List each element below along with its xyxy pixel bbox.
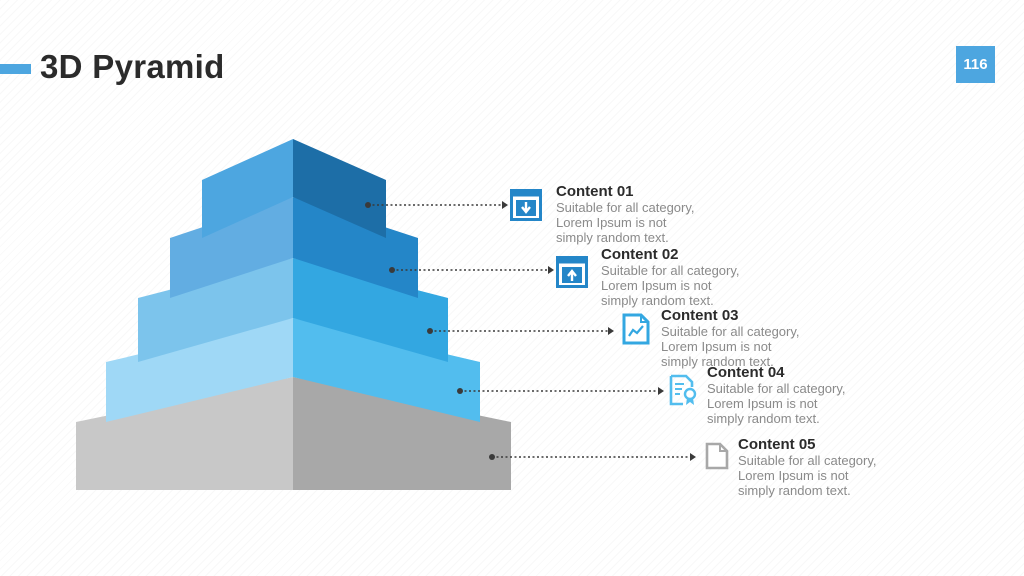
connector-arrow-3 [608,327,614,335]
content-item-desc-line: simply random text. [661,354,774,369]
pyramid-tier-3-right [293,258,448,362]
connector-dot-5 [489,454,495,460]
connector-arrow-2 [548,266,554,274]
content-item-desc-line: Lorem Ipsum is not [738,468,849,483]
slide-title: 3D Pyramid [40,48,225,85]
content-item-desc-line: simply random text. [738,483,851,498]
content-item-desc-line: simply random text. [707,411,820,426]
connector-arrow-5 [690,453,696,461]
pyramid-tier-3-left [138,258,293,362]
connector-arrow-4 [658,387,664,395]
content-item-4: Content 04 Suitable for all category, Lo… [707,364,937,427]
content-item-title: Content 03 [661,307,739,324]
content-item-desc-line: simply random text. [556,230,669,245]
content-item-title: Content 01 [556,183,634,200]
pyramid-tier-2-right [293,197,418,298]
pyramid-tier-1-right [293,139,386,238]
pyramid-base-right [293,377,511,490]
pyramid-tier-2-left [170,197,293,298]
connector-dot-3 [427,328,433,334]
connector-dot-2 [389,267,395,273]
connector-dot-4 [457,388,463,394]
certificate-icon [669,374,697,406]
connector-dot-1 [365,202,371,208]
content-item-desc-line: simply random text. [601,293,714,308]
content-item-3: Content 03 Suitable for all category, Lo… [661,307,891,370]
page-number-badge: 116 [956,46,995,83]
content-item-desc-line: Suitable for all category, [707,381,846,396]
chart-document-icon [622,313,650,345]
content-item-desc-line: Lorem Ipsum is not [601,278,712,293]
content-item-desc-line: Lorem Ipsum is not [556,215,667,230]
pyramid-tier-4-left [106,318,293,422]
download-window-icon [510,189,542,221]
content-item-desc-line: Suitable for all category, [738,453,877,468]
content-item-desc-line: Suitable for all category, [661,324,800,339]
pyramid-tier-4-right [293,318,480,422]
title-accent-bar [0,64,31,74]
upload-window-icon [556,256,588,288]
connector-arrow-1 [502,201,508,209]
content-item-desc-line: Suitable for all category, [556,200,695,215]
content-item-5: Content 05 Suitable for all category, Lo… [738,436,968,499]
pyramid-base-left [76,377,293,490]
content-item-desc-line: Suitable for all category, [601,263,740,278]
content-item-2: Content 02 Suitable for all category, Lo… [601,246,831,309]
document-icon [705,442,729,470]
content-item-title: Content 04 [707,364,785,381]
content-item-desc-line: Lorem Ipsum is not [661,339,772,354]
content-item-title: Content 05 [738,436,816,453]
content-item-title: Content 02 [601,246,679,263]
content-item-desc-line: Lorem Ipsum is not [707,396,818,411]
pyramid-tier-1-left [202,139,293,238]
content-item-1: Content 01 Suitable for all category, Lo… [556,183,786,246]
